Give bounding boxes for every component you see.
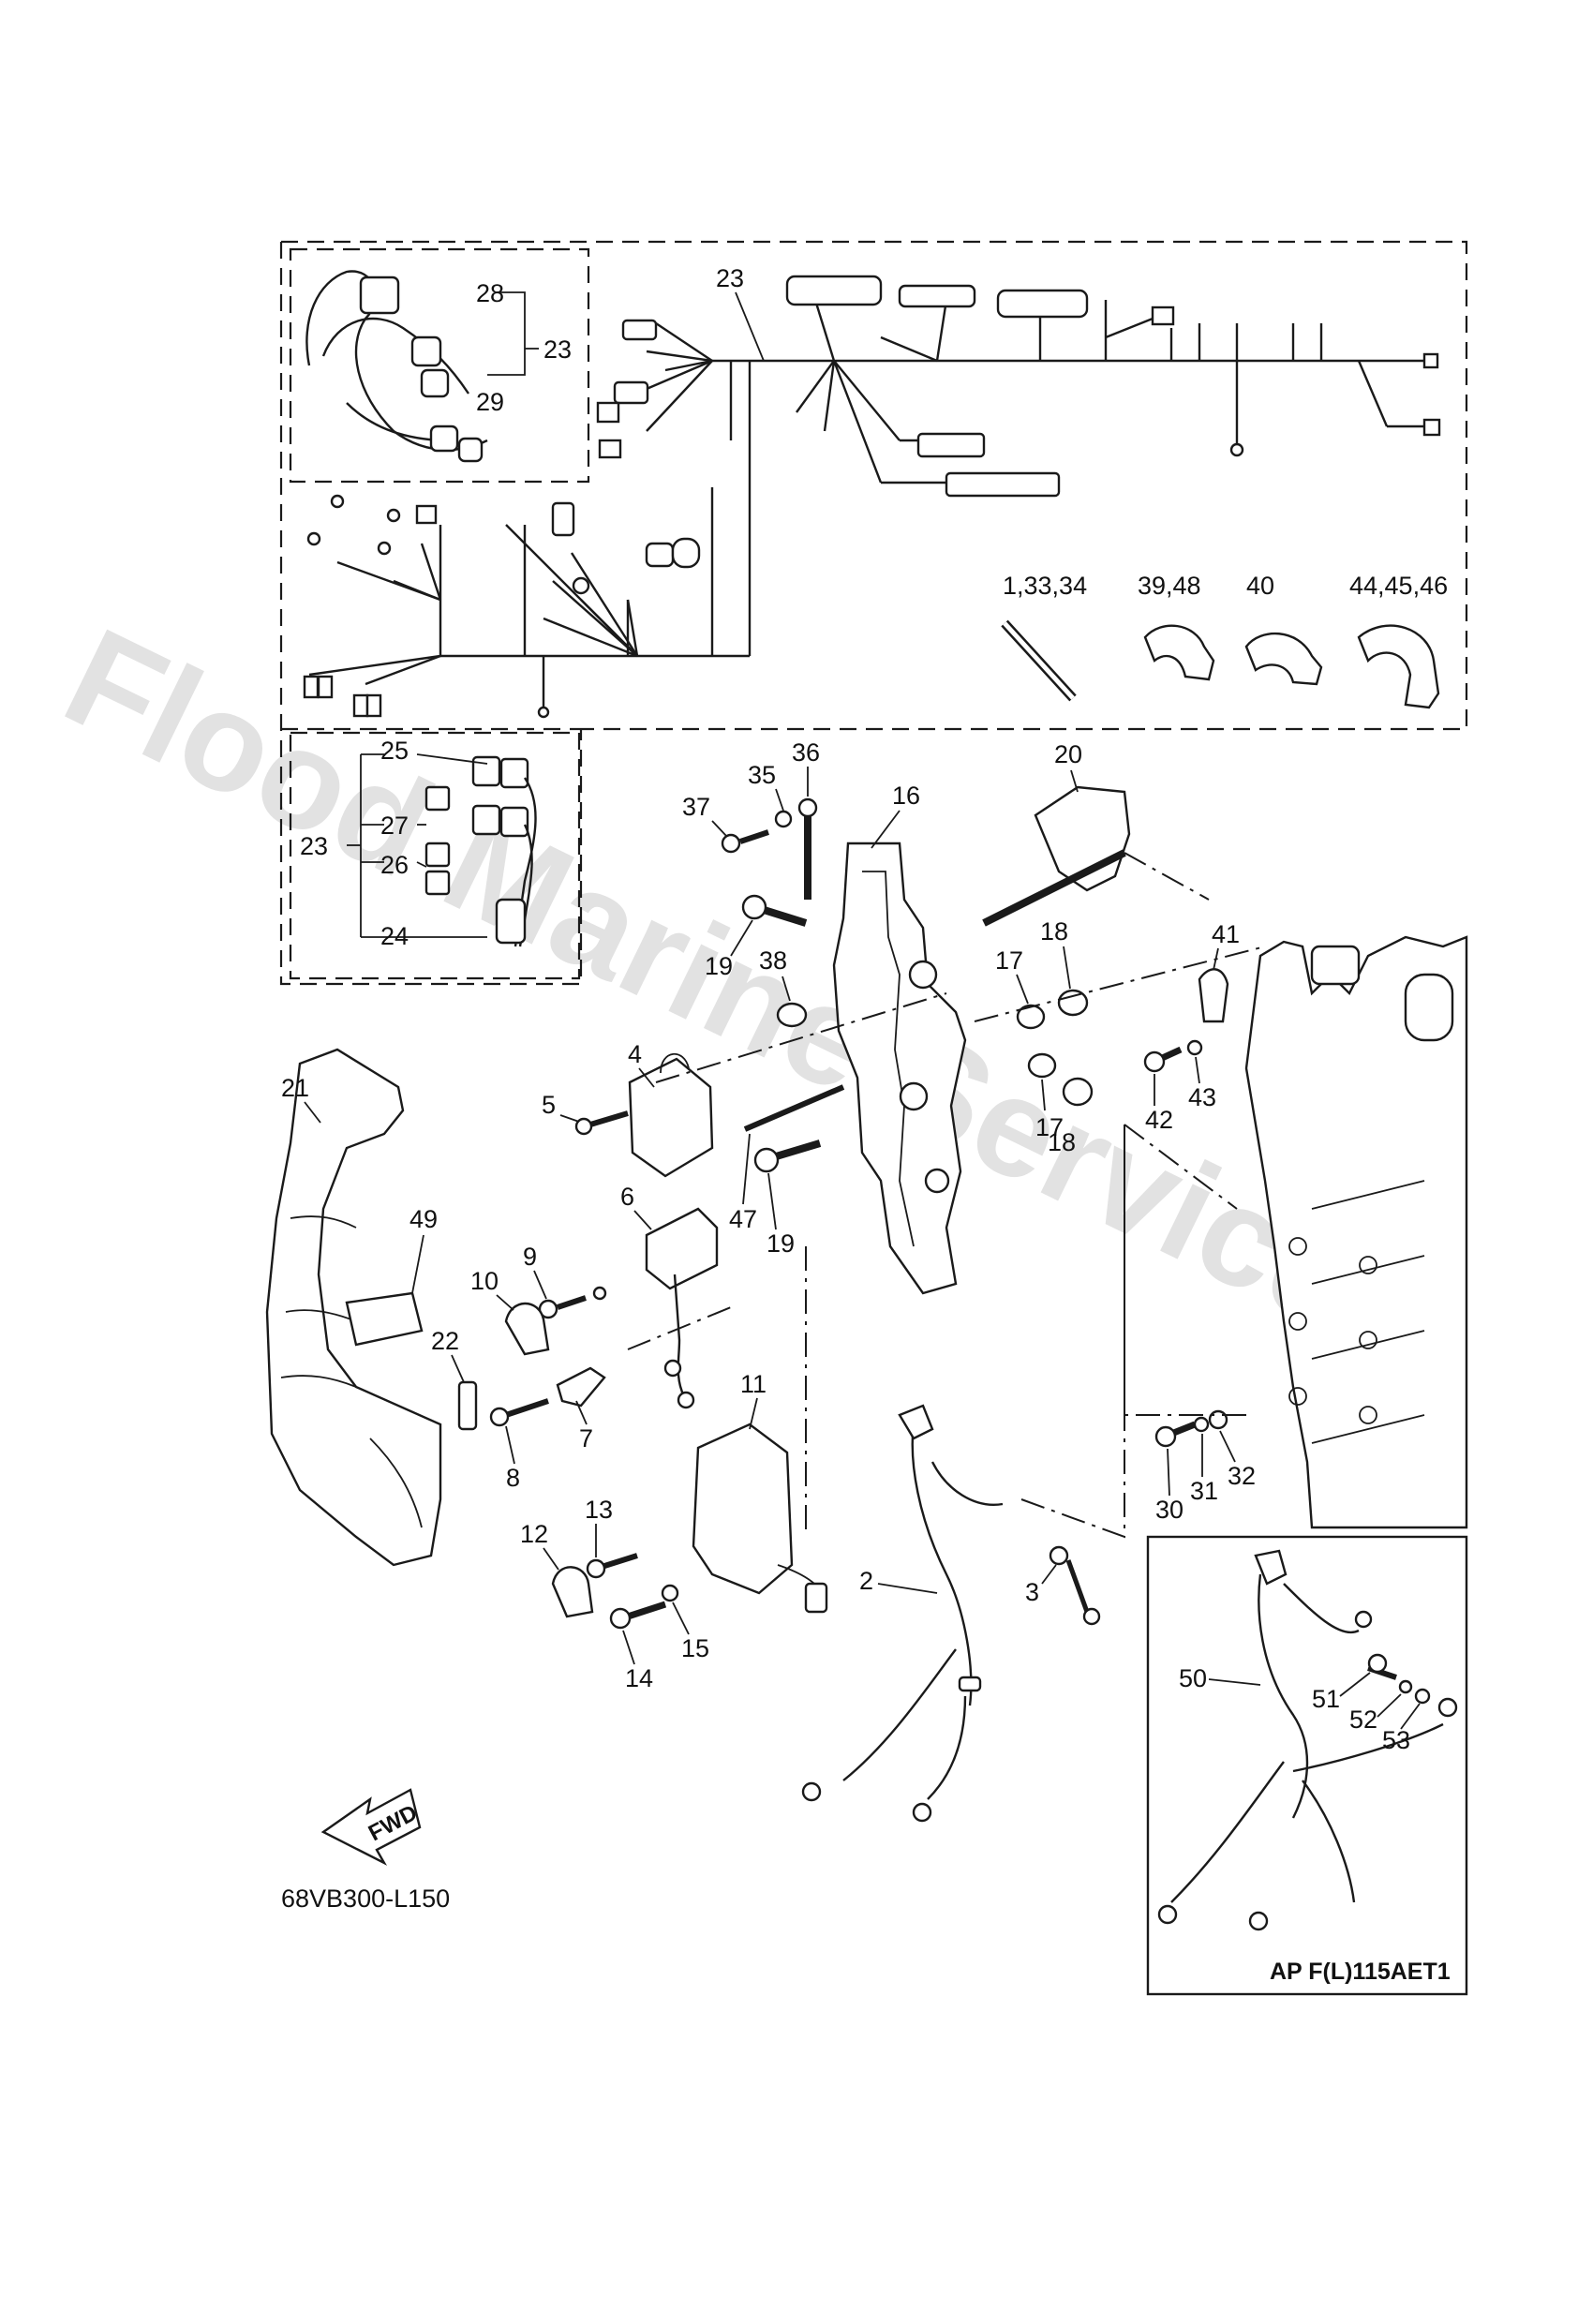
inset-2-parts bbox=[347, 753, 537, 947]
callout-22: 22 bbox=[431, 1327, 459, 1355]
callout-16: 16 bbox=[892, 782, 920, 810]
callout-53: 53 bbox=[1382, 1726, 1410, 1754]
callout-35: 35 bbox=[748, 761, 776, 789]
callout-28: 28 bbox=[476, 279, 504, 307]
callout-17-b: 17 bbox=[1035, 1113, 1064, 1141]
cover-21 bbox=[265, 1048, 442, 1567]
callout-27: 27 bbox=[380, 812, 409, 840]
callout-9: 9 bbox=[523, 1243, 537, 1271]
callout-23-inset2: 23 bbox=[300, 832, 328, 860]
callout-32: 32 bbox=[1228, 1462, 1256, 1490]
callout-41: 41 bbox=[1212, 920, 1240, 948]
callout-15: 15 bbox=[681, 1634, 709, 1662]
callout-3: 3 bbox=[1025, 1578, 1039, 1606]
callout-8: 8 bbox=[506, 1464, 520, 1492]
callout-37: 37 bbox=[682, 793, 710, 821]
callout-50: 50 bbox=[1179, 1664, 1207, 1692]
callout-13: 13 bbox=[585, 1496, 613, 1524]
clamps-and-ties bbox=[1001, 619, 1440, 709]
callout-51: 51 bbox=[1312, 1685, 1340, 1713]
harness-frame bbox=[279, 240, 1468, 986]
inset-1-parts bbox=[305, 270, 539, 463]
bracket-16 bbox=[832, 842, 967, 1295]
wire-harness-23 bbox=[308, 299, 1434, 712]
callout-42: 42 bbox=[1145, 1106, 1173, 1134]
callout-29: 29 bbox=[476, 388, 504, 416]
callout-11: 11 bbox=[740, 1370, 767, 1398]
battery-cable-2 bbox=[801, 1404, 1101, 1823]
inset-harness-connector-2 bbox=[289, 731, 581, 980]
callout-21: 21 bbox=[281, 1074, 309, 1102]
callout-52: 52 bbox=[1349, 1706, 1377, 1734]
callout-25: 25 bbox=[380, 737, 409, 765]
callout-38: 38 bbox=[759, 946, 787, 975]
callout-12: 12 bbox=[520, 1520, 548, 1548]
watermark-text: Flood Marine Services bbox=[43, 598, 1453, 1393]
callout-26: 26 bbox=[380, 851, 409, 879]
callout-4: 4 bbox=[628, 1040, 642, 1068]
fwd-arrow-icon: FWD bbox=[320, 1788, 422, 1866]
callout-7: 7 bbox=[579, 1424, 593, 1452]
callout-47: 47 bbox=[729, 1205, 757, 1233]
callout-30: 30 bbox=[1155, 1496, 1184, 1524]
callout-44-45-46: 44,45,46 bbox=[1349, 572, 1448, 600]
inset-model-label: AP F(L)115AET1 bbox=[1270, 1959, 1451, 1985]
callout-19-a: 19 bbox=[705, 952, 733, 980]
callout-5: 5 bbox=[542, 1091, 556, 1119]
harness-connectors bbox=[303, 275, 1441, 719]
callout-23-inset1: 23 bbox=[543, 335, 572, 364]
callout-18-a: 18 bbox=[1040, 917, 1068, 946]
callout-14: 14 bbox=[625, 1664, 653, 1692]
hardware bbox=[457, 785, 1229, 1630]
inset-apf115 bbox=[1146, 1535, 1468, 1996]
callout-20: 20 bbox=[1054, 740, 1082, 768]
diagram-code: 68VB300-L150 bbox=[281, 1885, 450, 1913]
callout-labels: 23 28 29 23 1,33,34 39,48 40 44,45,46 25… bbox=[281, 264, 1448, 1754]
callout-6: 6 bbox=[620, 1183, 634, 1211]
callout-18-b: 18 bbox=[1048, 1128, 1076, 1156]
inset-harness-connector-1 bbox=[289, 247, 590, 484]
callout-24: 24 bbox=[380, 922, 409, 950]
callout-1-33-34: 1,33,34 bbox=[1003, 572, 1087, 600]
callout-49: 49 bbox=[409, 1205, 438, 1233]
watermark: Flood Marine Services bbox=[43, 598, 1453, 1393]
callout-36: 36 bbox=[792, 738, 820, 767]
engine-block bbox=[1244, 935, 1468, 1529]
callout-39-48: 39,48 bbox=[1138, 572, 1201, 600]
callout-2: 2 bbox=[859, 1567, 873, 1595]
callout-23-top: 23 bbox=[716, 264, 744, 292]
callout-10: 10 bbox=[470, 1267, 499, 1295]
callout-43: 43 bbox=[1188, 1083, 1216, 1111]
callout-40: 40 bbox=[1246, 572, 1274, 600]
callout-31: 31 bbox=[1190, 1477, 1218, 1505]
callout-19-b: 19 bbox=[767, 1229, 795, 1258]
callout-17-a: 17 bbox=[995, 946, 1023, 975]
